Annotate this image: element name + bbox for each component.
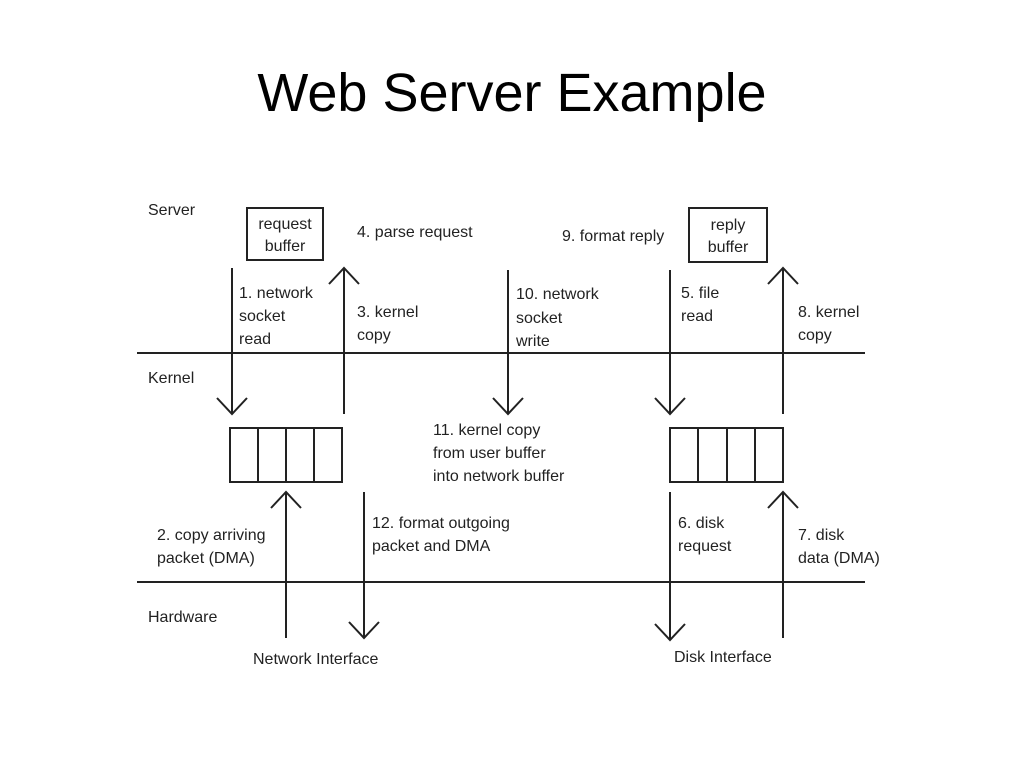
arrow-step-5 <box>654 270 686 416</box>
step-label-2: 2. copy arriving packet (DMA) <box>157 527 266 567</box>
step-label-10: 10. network socket write <box>515 286 600 350</box>
arrow-step-6 <box>654 492 686 642</box>
reply-buffer-line-1: reply <box>711 217 746 234</box>
svg-text:socket: socket <box>516 310 563 327</box>
step-label-11: 11. kernel copy from user buffer into ne… <box>433 422 565 485</box>
disk-interface-label: Disk Interface <box>674 649 772 666</box>
svg-text:socket: socket <box>239 308 286 325</box>
svg-text:packet (DMA): packet (DMA) <box>157 550 255 567</box>
layer-label-server: Server <box>148 202 196 219</box>
arrow-step-8 <box>767 266 799 414</box>
network-interface-label: Network Interface <box>253 651 378 668</box>
svg-text:11. kernel copy: 11. kernel copy <box>433 422 540 439</box>
step-label-12: 12. format outgoing packet and DMA <box>372 515 510 555</box>
svg-text:7. disk: 7. disk <box>798 527 845 544</box>
reply-buffer-line-2: buffer <box>708 239 749 256</box>
svg-text:12. format outgoing: 12. format outgoing <box>372 515 510 532</box>
reply-buffer-box: reply buffer <box>688 207 768 263</box>
request-buffer-box: request buffer <box>246 207 324 261</box>
request-buffer-line-1: request <box>258 216 312 233</box>
svg-text:packet and DMA: packet and DMA <box>372 538 491 555</box>
step-label-6: 6. disk request <box>678 515 732 555</box>
svg-text:data (DMA): data (DMA) <box>798 550 880 567</box>
svg-text:read: read <box>681 308 713 325</box>
step-label-8: 8. kernel copy <box>798 304 859 344</box>
step-label-7: 7. disk data (DMA) <box>798 527 880 567</box>
svg-text:2. copy arriving: 2. copy arriving <box>157 527 266 544</box>
step-label-9: 9. format reply <box>562 228 664 245</box>
step-label-4: 4. parse request <box>357 224 473 241</box>
layer-label-kernel: Kernel <box>148 370 194 387</box>
network-kernel-buffer <box>229 427 343 483</box>
step-label-3: 3. kernel copy <box>357 304 418 344</box>
request-buffer-line-2: buffer <box>265 238 306 255</box>
svg-text:copy: copy <box>357 327 391 344</box>
layer-label-hardware: Hardware <box>148 609 217 626</box>
svg-text:5. file: 5. file <box>681 285 719 302</box>
svg-text:9. format reply: 9. format reply <box>562 228 664 245</box>
svg-text:6. disk: 6. disk <box>678 515 725 532</box>
svg-text:1. network: 1. network <box>239 285 314 302</box>
svg-text:copy: copy <box>798 327 832 344</box>
svg-text:from user buffer: from user buffer <box>433 445 546 462</box>
svg-text:request: request <box>678 538 732 555</box>
step-label-1: 1. network socket read <box>239 285 314 348</box>
svg-text:write: write <box>515 333 550 350</box>
svg-text:into network buffer: into network buffer <box>433 468 565 485</box>
svg-text:read: read <box>239 331 271 348</box>
arrow-step-2 <box>270 490 302 638</box>
disk-kernel-buffer <box>669 427 784 483</box>
svg-text:3. kernel: 3. kernel <box>357 304 418 321</box>
arrow-step-7 <box>767 490 799 638</box>
arrow-step-1 <box>216 268 248 416</box>
arrow-step-3 <box>328 266 360 414</box>
arrow-step-10 <box>492 270 524 416</box>
svg-text:4. parse request: 4. parse request <box>357 224 473 241</box>
page-title: Web Server Example <box>257 63 767 123</box>
step-label-5: 5. file read <box>681 285 719 325</box>
svg-text:10. network: 10. network <box>516 286 600 303</box>
arrow-step-12 <box>348 492 380 640</box>
svg-text:8. kernel: 8. kernel <box>798 304 859 321</box>
